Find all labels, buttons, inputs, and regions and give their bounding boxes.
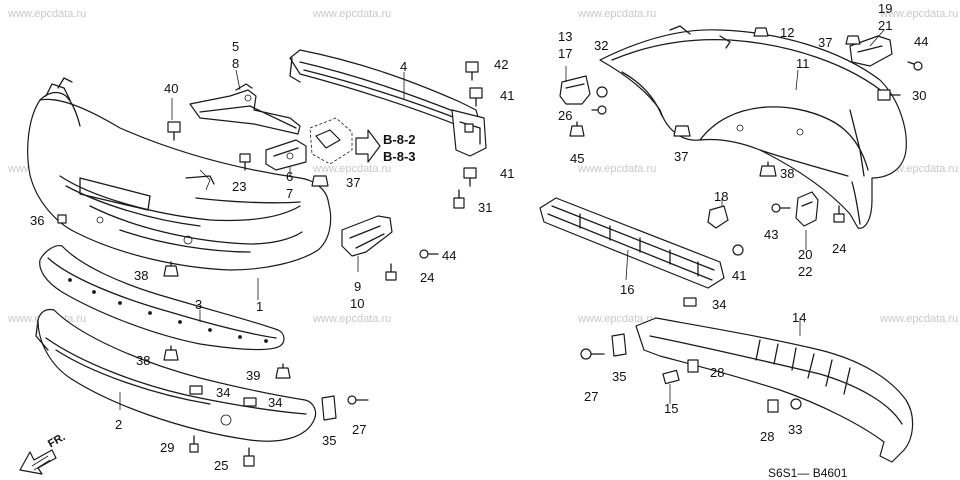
front-bracket-upper [189,83,301,135]
leader-lines [119,29,885,410]
rear-lower-spoiler [635,317,914,463]
fasteners [57,27,923,467]
rear-bumper-beam [539,197,725,289]
callout-3[interactable]: 3 [195,297,203,312]
callout-38[interactable]: 38 [134,268,149,283]
callout-45[interactable]: 45 [570,151,585,166]
callout-28[interactable]: 28 [760,429,775,444]
callout-35[interactable]: 35 [612,369,627,384]
callout-43[interactable]: 43 [764,227,779,242]
callout-34[interactable]: 34 [712,297,727,312]
callout-36[interactable]: 36 [30,213,45,228]
callout-39[interactable]: 39 [246,368,261,383]
rear-side-bracket-upper [849,35,893,67]
callout-17[interactable]: 17 [558,46,573,61]
rear-spacer [707,205,729,229]
callout-11[interactable]: 11 [796,56,810,71]
callout-44[interactable]: 44 [442,248,457,263]
callout-24[interactable]: 24 [832,241,847,256]
callout-27[interactable]: 27 [584,389,599,404]
front-lower-spoiler [35,308,317,442]
front-bumper-beam [289,49,487,157]
watermark: www.epcdata.ru [8,8,87,20]
callout-9[interactable]: 9 [354,279,362,294]
callout-37[interactable]: 37 [674,149,689,164]
callout-15[interactable]: 15 [664,401,679,416]
callout-31[interactable]: 31 [478,200,493,215]
diagram-code: S6S1— B4601 [768,466,848,480]
callout-21[interactable]: 21 [878,18,893,33]
callout-23[interactable]: 23 [232,179,247,194]
callout-30[interactable]: 30 [912,88,927,103]
watermark: www.epcdata.ru [578,163,657,175]
callout-35[interactable]: 35 [322,433,337,448]
front-bracket-lower [265,139,307,171]
callout-32[interactable]: 32 [594,38,609,53]
callout-1[interactable]: 1 [256,299,264,314]
rear-side-bracket-lower [795,191,819,227]
callout-4[interactable]: 4 [400,59,408,74]
callout-20[interactable]: 20 [798,247,813,262]
callout-38[interactable]: 38 [780,166,795,181]
rear-bracket-clip [559,75,591,105]
reference-label[interactable]: B-8-3 [383,149,416,164]
callout-22[interactable]: 22 [798,264,813,279]
callout-10[interactable]: 10 [350,296,365,311]
callout-29[interactable]: 29 [160,440,175,455]
outline-arrow-icon [355,129,381,163]
callout-14[interactable]: 14 [792,310,807,325]
callout-24[interactable]: 24 [420,270,435,285]
watermark: www.epcdata.ru [313,163,392,175]
watermark: www.epcdata.ru [880,313,959,325]
callout-16[interactable]: 16 [620,282,635,297]
callout-33[interactable]: 33 [788,422,803,437]
callout-34[interactable]: 34 [268,395,283,410]
front-side-bracket [341,215,393,257]
callout-5[interactable]: 5 [232,39,240,54]
front-bumper-molding [39,245,285,351]
callout-37[interactable]: 37 [346,175,361,190]
reference-label[interactable]: B-8-2 [383,132,416,147]
callout-18[interactable]: 18 [714,189,729,204]
callout-27[interactable]: 27 [352,422,367,437]
callout-19[interactable]: 19 [878,1,893,16]
watermark: www.epcdata.ru [578,313,657,325]
callout-26[interactable]: 26 [558,108,573,123]
watermark: www.epcdata.ru [313,8,392,20]
callout-44[interactable]: 44 [914,34,929,49]
callout-6[interactable]: 6 [286,169,294,184]
callout-8[interactable]: 8 [232,56,240,71]
callout-2[interactable]: 2 [115,417,123,432]
detail-inset [309,117,353,165]
callout-25[interactable]: 25 [214,458,229,473]
callout-7[interactable]: 7 [286,186,294,201]
callout-13[interactable]: 13 [558,29,573,44]
callout-41[interactable]: 41 [500,166,515,181]
callout-12[interactable]: 12 [780,25,795,40]
front-bumper-face [27,77,332,271]
hatched-arrow-icon [19,449,57,475]
callout-41[interactable]: 41 [500,88,515,103]
callout-37[interactable]: 37 [818,35,833,50]
watermark: www.epcdata.ru [578,8,657,20]
callout-42[interactable]: 42 [494,57,509,72]
watermark: www.epcdata.ru [880,8,959,20]
watermark: www.epcdata.ru [313,313,392,325]
callout-34[interactable]: 34 [216,385,231,400]
callout-38[interactable]: 38 [136,353,151,368]
callout-40[interactable]: 40 [164,81,179,96]
callout-28[interactable]: 28 [710,365,725,380]
callout-41[interactable]: 41 [732,268,747,283]
